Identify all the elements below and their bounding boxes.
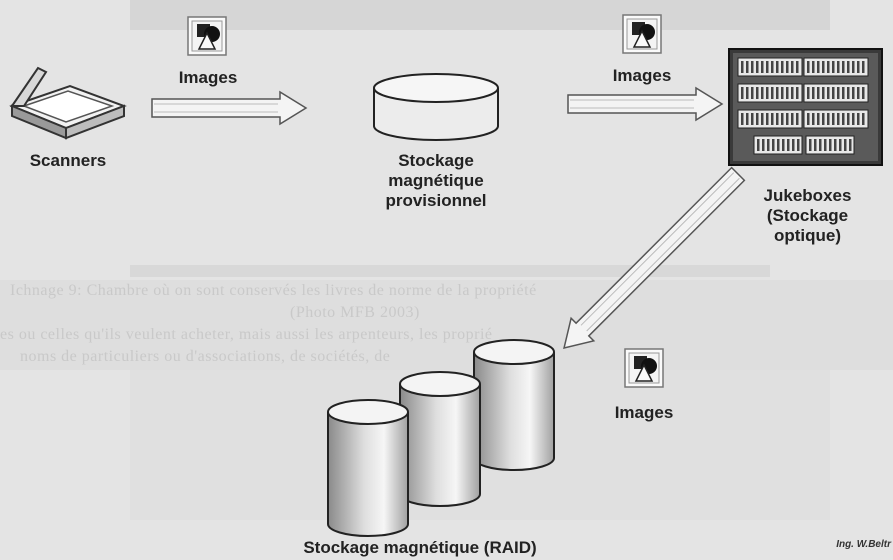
bleed-through-text: Ichnage 9: Chambre où on sont conservés …: [10, 282, 537, 299]
bleed-through-text: es ou celles qu'ils veulent acheter, mai…: [0, 326, 493, 343]
image-shapes-icon: [622, 14, 662, 54]
image-shapes-icon: [624, 348, 664, 388]
scanners-label: Scanners: [29, 151, 107, 170]
temp-storage-label: Stockage magnétique provisionnel: [385, 151, 487, 210]
bleed-through-text: (Photo MFB 2003): [290, 304, 420, 321]
raid-label: Stockage magnétique (RAID): [303, 538, 537, 557]
scanner-icon: [9, 66, 127, 140]
author-credit: Ing. W.Beltr: [836, 539, 891, 550]
jukebox-label: Jukeboxes (Stockage optique): [763, 186, 852, 245]
images-label-2: Images: [612, 66, 672, 85]
raid-disks-icon: [327, 339, 555, 537]
disk-icon: [373, 73, 499, 141]
image-shapes-icon: [187, 16, 227, 56]
arrow-temp-storage-to-jukebox: [567, 86, 724, 122]
jukebox-icon: [728, 48, 883, 166]
arrow-scanner-to-temp-storage: [151, 90, 308, 126]
bleed-through-text: noms de particuliers ou d'associations, …: [20, 348, 391, 365]
images-label-3: Images: [614, 403, 674, 422]
arrow-jukebox-to-raid: [563, 166, 746, 349]
images-label-1: Images: [178, 68, 238, 87]
